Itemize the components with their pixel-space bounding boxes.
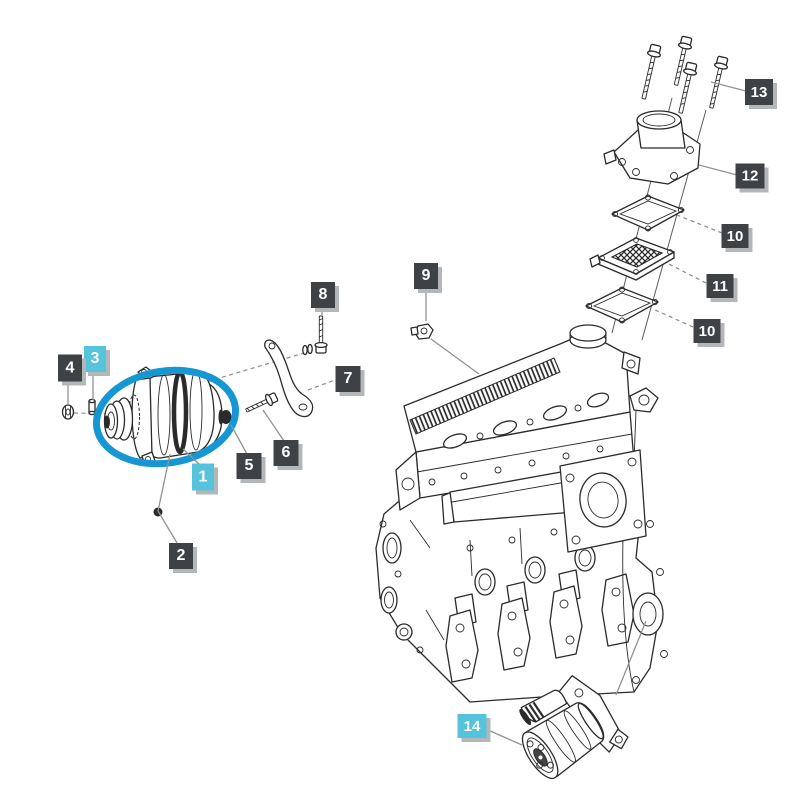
valve-cover: [403, 324, 641, 453]
thermostat-bolts-drawing: [641, 35, 729, 114]
callout-10[interactable]: 10: [693, 319, 721, 343]
callout-11[interactable]: 11: [706, 274, 734, 298]
pivot-bolt-drawing: [245, 392, 279, 413]
temperature-sensor-drawing: [410, 323, 434, 340]
callout-4[interactable]: 4: [58, 354, 82, 382]
callout-13[interactable]: 13: [745, 79, 773, 105]
callout-10[interactable]: 10: [721, 224, 749, 248]
engine-mount-brackets: [445, 573, 635, 683]
adjuster-strap-drawing: [264, 339, 314, 418]
highlight-ring: [92, 366, 240, 468]
gasket-lower-drawing: [585, 286, 659, 324]
callout-3[interactable]: 3: [84, 346, 106, 372]
starter-motor-drawing: [519, 675, 629, 780]
callout-8[interactable]: 8: [311, 282, 335, 308]
strap-bolt-drawing: [302, 315, 328, 356]
leader-lines: [67, 81, 747, 746]
callout-2[interactable]: 2: [169, 543, 193, 569]
intake-manifold-flange: [441, 449, 647, 553]
gasket-upper-drawing: [611, 194, 685, 232]
bell-housing-flange: [622, 469, 668, 693]
callout-5[interactable]: 5: [236, 453, 262, 479]
engine-block-drawing: [375, 324, 668, 703]
callout-1[interactable]: 1: [192, 463, 214, 491]
callout-9[interactable]: 9: [414, 263, 438, 289]
spacer-nut-drawing: [218, 409, 232, 425]
thermostat-housing-drawing: [603, 110, 701, 185]
callout-14[interactable]: 14: [457, 714, 487, 738]
alternator-drawing: [103, 366, 223, 466]
heater-element-drawing: [589, 237, 675, 281]
callout-6[interactable]: 6: [273, 440, 299, 466]
callout-7[interactable]: 7: [335, 366, 361, 392]
callout-12[interactable]: 12: [735, 163, 765, 189]
